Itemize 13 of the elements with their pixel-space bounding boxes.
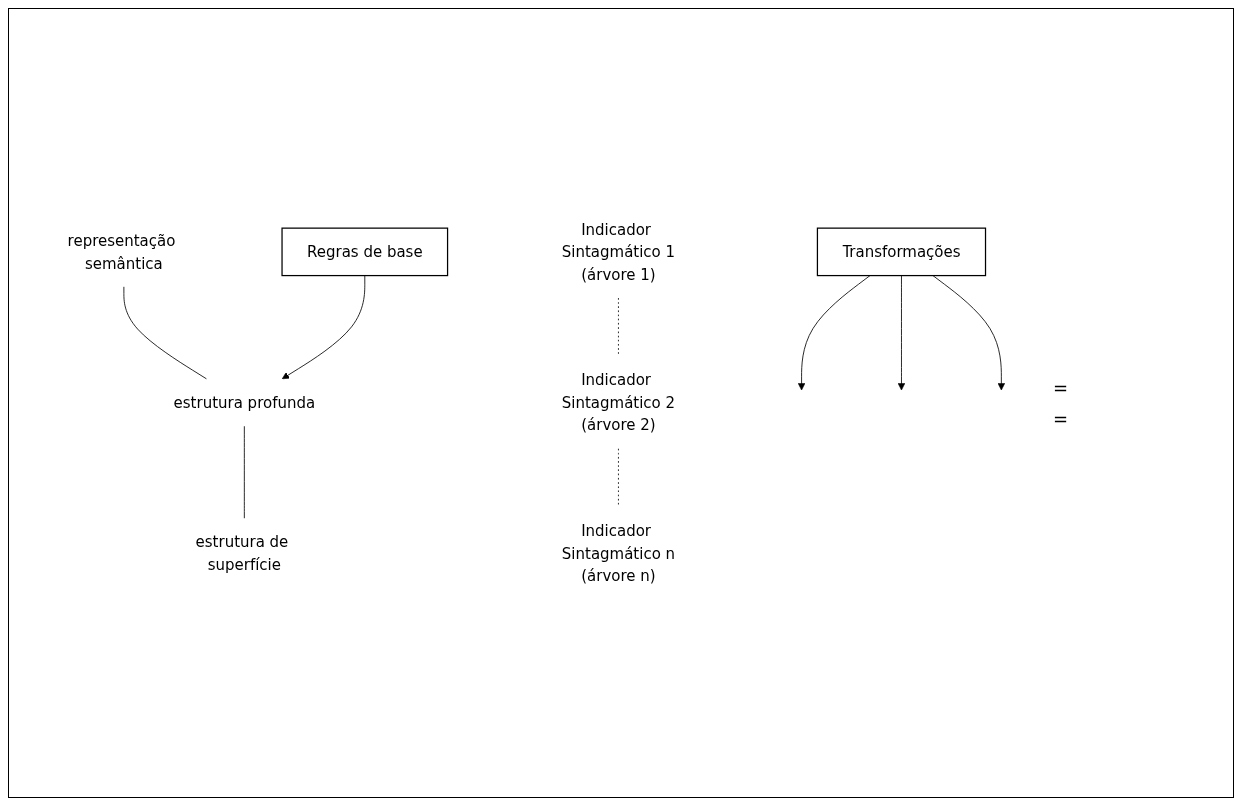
- node-box: Regras de base: [281, 227, 449, 277]
- node-text: representação semântica: [67, 232, 176, 273]
- equals-sign: =: [1053, 408, 1070, 429]
- node-text: Indicador Sintagmático n (árvore n): [561, 522, 676, 585]
- connector: [618, 448, 619, 508]
- node-text: estrutura profunda: [173, 394, 316, 412]
- node-text: estrutura de superfície: [195, 533, 289, 574]
- equals-sign: =: [1053, 377, 1070, 398]
- connector: [243, 426, 245, 520]
- node-box: Transformações: [816, 227, 987, 277]
- connector: [123, 286, 207, 380]
- node-text: Indicador Sintagmático 1 (árvore 1): [561, 221, 676, 284]
- node-text: Indicador Sintagmático 2 (árvore 2): [561, 371, 676, 435]
